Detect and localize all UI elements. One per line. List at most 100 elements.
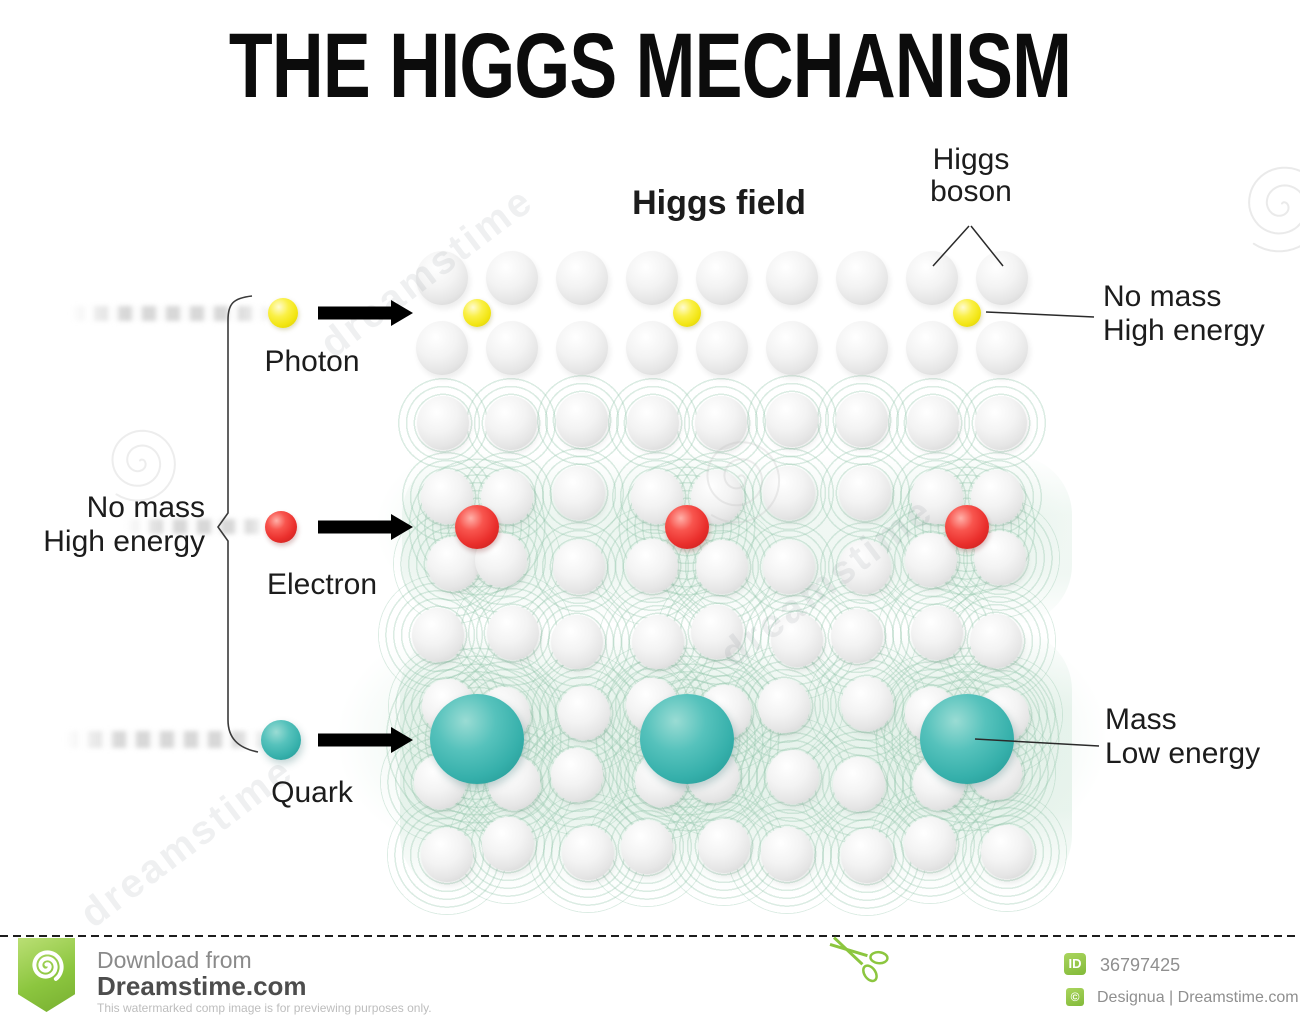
field-sphere — [626, 538, 679, 593]
quark-particle — [640, 694, 734, 784]
id-badge: ID — [1064, 953, 1086, 975]
quark-trail — [64, 731, 269, 748]
field-sphere — [838, 540, 891, 594]
photon-pointer-label: No mass High energy — [1103, 280, 1265, 347]
field-sphere — [411, 607, 464, 662]
field-sphere — [976, 251, 1028, 305]
field-sphere — [969, 613, 1022, 668]
page-title: THE HIGGS MECHANISM — [228, 15, 1072, 117]
field-sphere — [696, 321, 748, 375]
field-sphere — [626, 251, 678, 305]
field-sphere — [695, 395, 748, 450]
field-sphere — [416, 251, 468, 305]
disclaimer-text: This watermarked comp image is for previ… — [97, 1001, 432, 1015]
copyright-icon: © — [1066, 988, 1084, 1006]
field-sphere — [486, 251, 538, 305]
field-sphere — [903, 817, 956, 872]
field-sphere — [698, 818, 751, 873]
photon-particle — [673, 299, 701, 327]
quark-label: Quark — [271, 776, 353, 809]
field-sphere — [482, 817, 535, 872]
quark-arrow-icon — [318, 727, 413, 753]
field-sphere — [836, 251, 888, 305]
field-sphere — [416, 321, 468, 375]
higgs-boson-label: Higgs boson — [930, 143, 1012, 208]
field-sphere — [767, 749, 820, 804]
field-sphere — [906, 395, 959, 450]
field-sphere — [691, 604, 744, 659]
watermark-spiral — [1248, 166, 1300, 253]
watermark-text: dreamstime — [712, 487, 942, 677]
field-sphere — [840, 828, 893, 883]
electron-particle — [665, 505, 709, 549]
watermark-footer: Download from Dreamstime.com This waterm… — [0, 930, 1300, 1026]
dreamstime-ribbon-badge — [18, 938, 75, 1012]
field-sphere — [632, 615, 684, 670]
field-sphere — [553, 540, 606, 594]
photon-symbol — [268, 298, 298, 328]
field-sphere — [836, 393, 888, 447]
download-from-text: Download from — [97, 947, 252, 973]
field-sphere — [561, 825, 614, 880]
field-sphere — [626, 395, 679, 450]
field-sphere — [763, 540, 816, 594]
field-sphere — [910, 606, 963, 661]
quark-particle — [430, 694, 524, 784]
dreamstime-brand-text: Dreamstime.com — [97, 971, 307, 1001]
field-sphere — [486, 321, 538, 375]
electron-arrow-icon — [318, 514, 413, 540]
field-sphere — [771, 613, 824, 668]
photon-trail — [70, 306, 270, 321]
watermark-text: dreamstime — [72, 747, 302, 937]
field-sphere — [487, 606, 540, 661]
field-sphere — [836, 321, 888, 375]
quark-pointer-label: Mass Low energy — [1105, 703, 1261, 770]
photon-arrow-icon — [318, 300, 413, 326]
field-sphere — [830, 608, 883, 663]
left-bracket-label: No mass High energy — [43, 491, 205, 558]
photon-label: Photon — [264, 345, 360, 378]
field-sphere — [556, 321, 608, 375]
photon-pointer-line — [985, 311, 1095, 318]
field-sphere — [553, 465, 606, 520]
field-sphere — [976, 321, 1028, 375]
field-sphere — [550, 614, 603, 669]
field-sphere — [841, 677, 894, 732]
field-sphere — [981, 824, 1034, 879]
electron-particle — [945, 505, 989, 549]
field-sphere — [833, 757, 886, 812]
field-sphere — [555, 393, 608, 447]
field-sphere — [757, 678, 810, 733]
field-sphere — [485, 395, 538, 450]
field-sphere — [551, 748, 604, 803]
quark-symbol — [261, 720, 301, 760]
field-sphere — [558, 686, 611, 741]
dashed-cut-line — [0, 935, 1300, 937]
electron-symbol — [265, 511, 297, 543]
field-sphere — [904, 532, 957, 587]
field-sphere — [906, 321, 958, 375]
field-sphere — [765, 393, 818, 447]
field-sphere — [838, 465, 891, 520]
field-sphere — [421, 827, 474, 882]
field-sphere — [696, 251, 748, 305]
credit-text: Designua | Dreamstime.com — [1097, 989, 1299, 1006]
field-sphere — [975, 395, 1028, 450]
field-sphere — [556, 251, 608, 305]
field-sphere — [766, 321, 818, 375]
field-sphere — [416, 395, 469, 450]
field-sphere — [763, 465, 816, 520]
photon-particle — [463, 299, 491, 327]
higgs-field-label: Higgs field — [632, 184, 806, 222]
image-id: 36797425 — [1100, 955, 1181, 975]
electron-particle — [455, 505, 499, 549]
electron-label: Electron — [266, 568, 378, 601]
quark-particle — [920, 694, 1014, 784]
photon-particle — [953, 299, 981, 327]
field-sphere — [906, 251, 958, 305]
field-sphere — [766, 251, 818, 305]
field-sphere — [695, 540, 748, 595]
field-sphere — [620, 820, 673, 875]
field-sphere — [761, 827, 814, 882]
field-sphere — [626, 321, 678, 375]
